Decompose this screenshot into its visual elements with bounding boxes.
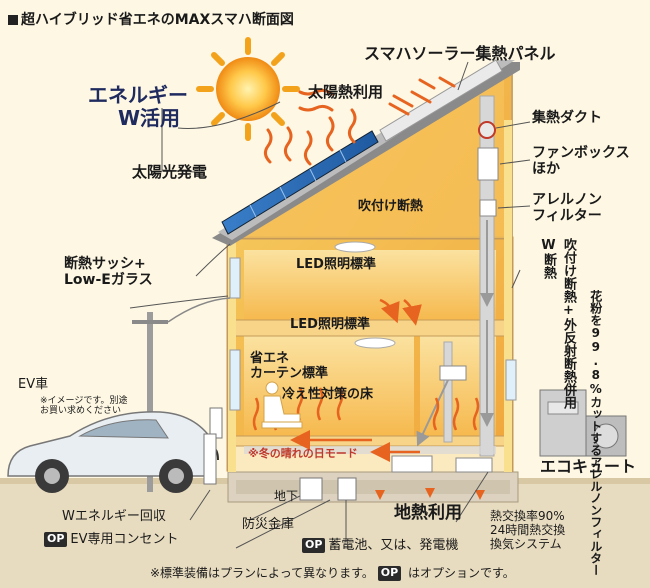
label-curtain: 省エネ カーテン標準 (250, 351, 329, 382)
battery-icon (337, 477, 357, 501)
curtain-line-1: 省エネ (250, 351, 290, 366)
heat-exchange-line-1: 熱交換率90% (490, 509, 565, 523)
geothermal-arrows (375, 488, 485, 500)
label-w-recovery: Wエネルギー回収 (62, 509, 166, 524)
allernon-filter-icon (479, 199, 497, 217)
label-solar-power: 太陽光発電 (132, 163, 208, 181)
label-winter-mode: ※冬の晴れの日モード (248, 447, 358, 460)
collection-duct-icon (478, 121, 496, 139)
page-title-text: 超ハイブリッド省エネのMAXスマハ断面図 (21, 12, 294, 28)
battery-text: 蓄電池、又は、発電機 (328, 537, 459, 553)
title-bullet-icon (8, 15, 18, 25)
label-fanbox: ファンボックス ほか (532, 145, 630, 177)
heat-exchange-line-3: 換気システム (490, 536, 562, 551)
page-title: 超ハイブリッド省エネのMAXスマハ断面図 (8, 12, 294, 28)
label-led-upper: LED照明標準 (296, 257, 376, 272)
leader-lines (129, 61, 531, 549)
ev-outlet-text: EV専用コンセント (70, 531, 179, 547)
label-duct: 集熱ダクト (532, 110, 602, 126)
filter-line-2: フィルター (532, 208, 602, 225)
pollen-line-3: フィルター (588, 516, 603, 576)
led-lamp-upper-icon (334, 241, 376, 253)
sash-line-2: Low-Eガラス (64, 272, 153, 289)
safe-box-icon (299, 477, 323, 501)
person-on-chair-icon (261, 381, 303, 429)
airflow-arrows (416, 220, 494, 447)
ev-note-line-1: ※イメージです。別途 (40, 396, 128, 406)
sash-line-1: 断熱サッシ+ (64, 256, 146, 272)
heat-exchange-line-2: 24時間熱交換 (490, 522, 566, 537)
ecocute-unit-icon (539, 389, 627, 457)
sun-icon (196, 37, 300, 141)
label-spray-insulation-top: 吹付け断熱 (358, 199, 424, 214)
label-pollen-filter: 花粉を99.8%カットするアレルノンフィルター (588, 290, 603, 576)
label-solar-panel: スマハソーラー集熱パネル (364, 44, 556, 63)
label-w-insulation: W断熱 (540, 238, 556, 279)
footer-note-text-2: はオプションです。 (407, 565, 515, 580)
led-lamp-lower-icon (354, 337, 396, 349)
outer-insulation-line-1: 吹付け断熱+ (560, 238, 576, 318)
w-insulation-line-2: 断熱 (540, 253, 556, 279)
label-cold-floor: 冷え性対策の床 (282, 387, 374, 402)
pollen-line-2: カットするアレルノン (588, 396, 603, 516)
energy-line-2: W活用 (118, 106, 181, 130)
fanbox-line-1: ファンボックス (532, 145, 630, 161)
footer-note-text: ※標準装備はプランによって異なります。 (150, 565, 374, 580)
label-geothermal: 地熱利用 (394, 503, 462, 523)
fan-box-icon (477, 147, 499, 181)
heat-exchanger-unit (391, 455, 433, 473)
ev-car-icon (7, 411, 219, 493)
label-underground: 地下 (274, 489, 299, 503)
curtain-line-2: カーテン標準 (250, 365, 329, 381)
label-energy-w: エネルギー W活用 (88, 84, 188, 130)
solar-pv-panel (221, 130, 379, 235)
op-badge: OP (302, 538, 326, 553)
label-led-lower: LED照明標準 (290, 317, 370, 332)
utility-pole-icon (132, 297, 231, 492)
label-safe: 防災金庫 (242, 517, 295, 532)
ev-note-line-2: お買い求めください (40, 406, 122, 417)
op-badge: OP (44, 532, 68, 547)
w-insulation-line-1: W (540, 238, 556, 253)
solar-heat-panel (379, 59, 503, 142)
label-filter: アレルノン フィルター (532, 192, 602, 224)
roof (212, 59, 520, 246)
outer-insulation-line-2: 外反射断熱併用 (560, 318, 576, 409)
footer-op-badge: OP (377, 566, 402, 581)
sun-heat-arrows (263, 76, 456, 166)
footer-note: ※標準装備はプランによって異なります。 OP はオプションです。 (150, 566, 515, 581)
label-ev-note: ※イメージです。別途 お買い求めください (40, 396, 127, 417)
label-sash: 断熱サッシ+ Low-Eガラス (64, 256, 153, 288)
pollen-line-1: 花粉を99.8% (588, 290, 603, 396)
label-heat-exchange: 熱交換率90% 24時間熱交換 換気システム (490, 509, 566, 551)
fanbox-line-2: ほか (532, 161, 560, 178)
label-outer-insulation: 吹付け断熱+外反射断熱併用 (560, 238, 576, 409)
label-solar-heat: 太陽熱利用 (308, 83, 384, 101)
energy-line-1: エネルギー (88, 83, 188, 107)
label-ecocute: エコキュート (540, 457, 637, 476)
label-ev: EV車 (18, 377, 49, 392)
filter-line-1: アレルノン (532, 192, 602, 208)
